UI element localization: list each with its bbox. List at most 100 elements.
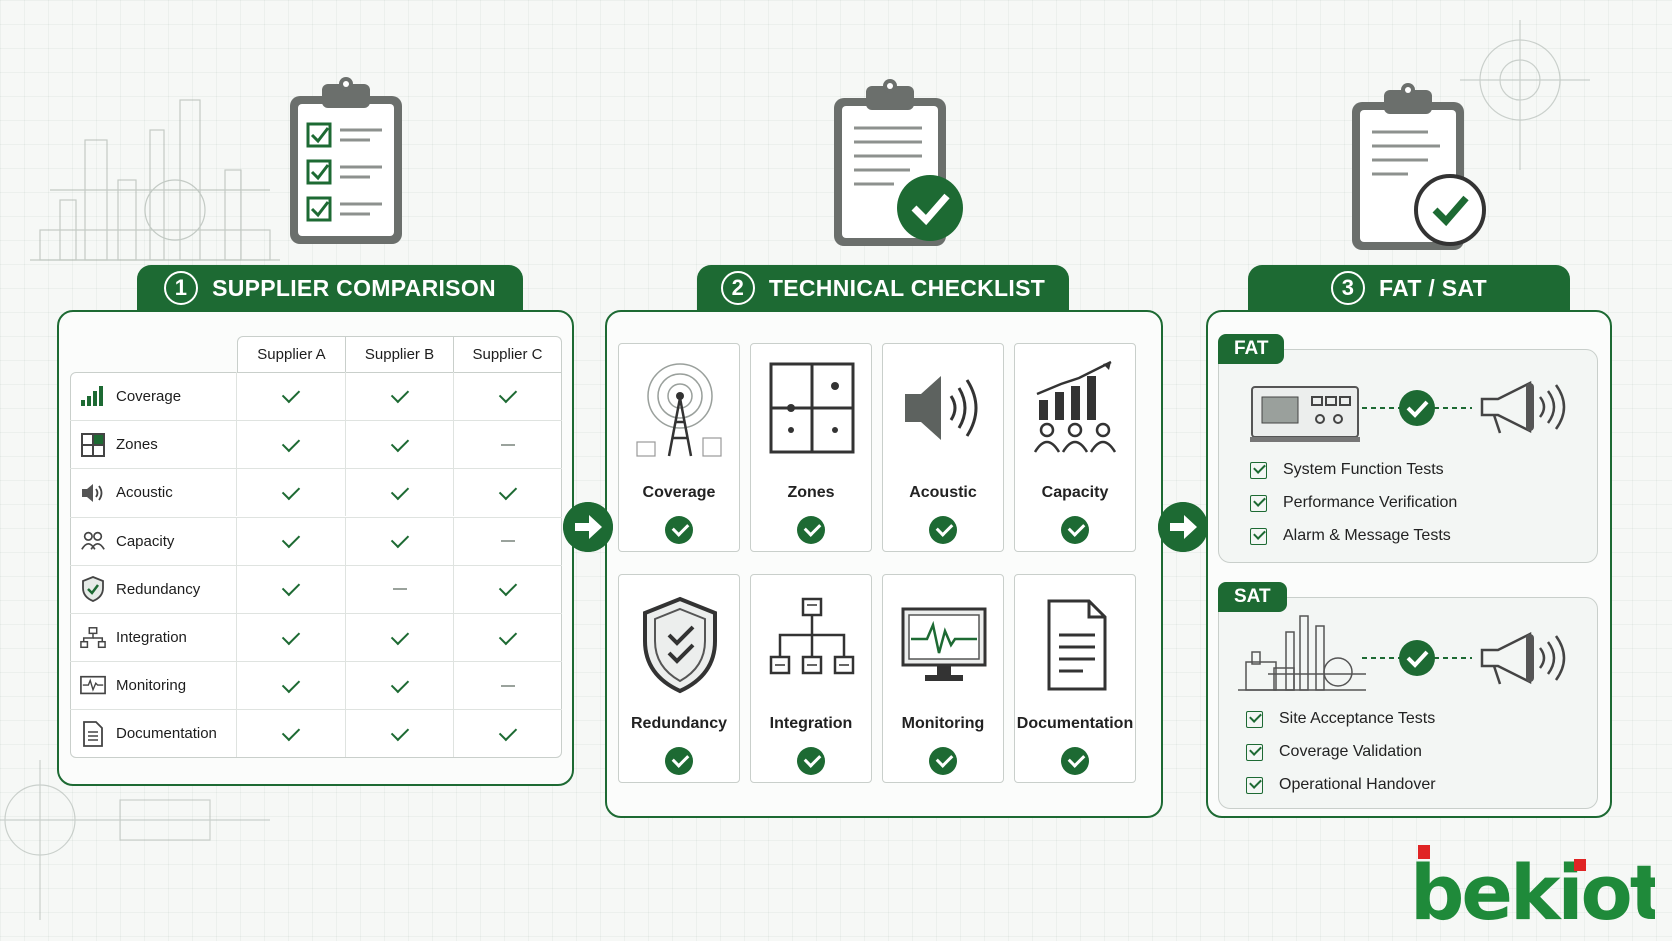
checklist-tile-label: Acoustic bbox=[909, 484, 977, 501]
column-header-supplier-c: Supplier C bbox=[472, 346, 543, 363]
supplier-cell-supplier-c bbox=[454, 421, 562, 468]
sat-checklist-item: Coverage Validation bbox=[1246, 743, 1422, 761]
supplier-cell-supplier-a bbox=[237, 517, 346, 565]
supplier-row-label: Documentation bbox=[116, 725, 217, 743]
hierarchy-icon bbox=[767, 595, 857, 700]
checklist-tile-label: Zones bbox=[787, 484, 835, 501]
check-icon bbox=[498, 578, 518, 597]
check-icon bbox=[390, 481, 409, 501]
checklist-tile-label: Documentation bbox=[1016, 715, 1134, 732]
fat-checklist-item: Alarm & Message Tests bbox=[1250, 527, 1451, 545]
supplier-cell-supplier-a bbox=[237, 710, 346, 758]
people-icon bbox=[80, 528, 106, 554]
check-icon bbox=[281, 529, 301, 549]
supplier-row-label: Monitoring bbox=[116, 677, 187, 695]
check-icon bbox=[390, 674, 409, 693]
supplier-cell-supplier-a bbox=[237, 469, 346, 517]
column-header-supplier-b: Supplier B bbox=[346, 337, 454, 372]
supplier-cell-supplier-a bbox=[237, 565, 346, 613]
approved-check-icon bbox=[665, 747, 693, 775]
sat-item-label: Operational Handover bbox=[1279, 776, 1436, 793]
approved-check-icon bbox=[929, 747, 957, 775]
supplier-row: Coverage bbox=[70, 372, 562, 420]
approved-check-icon bbox=[797, 747, 825, 775]
checkbox-checked-icon bbox=[1250, 461, 1267, 479]
speaker-icon bbox=[899, 358, 989, 463]
supplier-row-label: Coverage bbox=[116, 387, 182, 405]
supplier-cell-supplier-a bbox=[237, 662, 346, 710]
check-icon bbox=[281, 384, 301, 404]
dash-icon bbox=[501, 684, 516, 687]
approved-check-icon bbox=[1061, 747, 1089, 775]
zones-map-icon bbox=[767, 358, 857, 463]
dash-icon bbox=[392, 588, 407, 591]
checklist-tile-redundancy: Redundancy bbox=[618, 574, 740, 783]
supplier-row: Integration bbox=[70, 613, 562, 661]
checklist-tile-acoustic: Acoustic bbox=[882, 343, 1004, 552]
checkbox-checked-icon bbox=[1250, 527, 1267, 545]
bekiot-logo: bekiot bbox=[1410, 845, 1655, 927]
document-icon bbox=[1031, 595, 1121, 700]
checkbox-checked-icon bbox=[1246, 776, 1263, 794]
supplier-cell-supplier-c bbox=[454, 372, 562, 420]
checklist-tile-monitoring: Monitoring bbox=[882, 574, 1004, 783]
check-icon bbox=[390, 384, 409, 404]
supplier-row-label-cell: Documentation bbox=[70, 710, 237, 758]
refinery-sketch-icon bbox=[30, 99, 280, 261]
supplier-row-label-cell: Capacity bbox=[70, 517, 237, 565]
clipboard-approved-icon bbox=[834, 79, 963, 246]
supplier-row-label-cell: Monitoring bbox=[70, 662, 237, 710]
section-number: 2 bbox=[720, 271, 755, 305]
supplier-cell-supplier-a bbox=[237, 372, 346, 420]
section-title: FAT / SAT bbox=[1379, 274, 1487, 301]
megaphone-icon bbox=[1480, 631, 1566, 685]
blueprint-sketch-icon bbox=[0, 760, 270, 920]
monitor-pulse-icon bbox=[899, 595, 989, 700]
supplier-cell-supplier-c bbox=[454, 662, 562, 709]
fat-item-label: Alarm & Message Tests bbox=[1283, 527, 1451, 544]
approved-check-icon bbox=[797, 516, 825, 544]
check-icon bbox=[498, 481, 518, 501]
fat-tag: FAT bbox=[1218, 334, 1285, 364]
check-icon bbox=[281, 626, 301, 645]
supplier-cell-supplier-b bbox=[346, 421, 455, 469]
checkbox-checked-icon bbox=[1250, 494, 1267, 512]
approved-check-icon bbox=[929, 516, 957, 544]
sat-item-label: Coverage Validation bbox=[1279, 743, 1422, 760]
fat-checklist-item: Performance Verification bbox=[1250, 494, 1457, 512]
sat-tag: SAT bbox=[1218, 582, 1287, 612]
checklist-tile-label: Redundancy bbox=[630, 715, 727, 732]
supplier-cell-supplier-c bbox=[454, 614, 562, 661]
section-tab-supplier-comparison: 1 SUPPLIER COMPARISON bbox=[137, 265, 523, 311]
check-icon bbox=[390, 433, 409, 452]
sat-item-label: Site Acceptance Tests bbox=[1279, 710, 1436, 727]
link-check-icon bbox=[1362, 640, 1472, 676]
dash-icon bbox=[501, 443, 516, 446]
supplier-cell-supplier-b bbox=[346, 372, 455, 420]
supplier-row-label: Capacity bbox=[116, 532, 175, 550]
supplier-table-header: Supplier A Supplier B Supplier C bbox=[237, 336, 562, 372]
approved-check-icon bbox=[1061, 516, 1089, 544]
checklist-tile-label: Capacity bbox=[1041, 484, 1109, 501]
signal-bars-icon bbox=[80, 383, 106, 409]
supplier-cell-supplier-b bbox=[346, 662, 455, 710]
dash-icon bbox=[501, 540, 516, 543]
checklist-tile-label: Coverage bbox=[642, 484, 716, 501]
checklist-tile-zones: Zones bbox=[750, 343, 872, 552]
supplier-cell-supplier-c bbox=[454, 469, 562, 516]
antenna-tower-icon bbox=[635, 358, 725, 463]
crosshair-sketch-icon bbox=[1460, 20, 1590, 170]
check-icon bbox=[390, 529, 409, 549]
check-icon bbox=[281, 433, 301, 452]
capacity-chart-icon bbox=[1031, 358, 1121, 463]
supplier-cell-supplier-b bbox=[346, 469, 455, 517]
supplier-cell-supplier-b bbox=[346, 565, 455, 613]
shield-icon bbox=[80, 576, 106, 603]
supplier-cell-supplier-b bbox=[346, 517, 455, 565]
svg-text:bekiot: bekiot bbox=[1410, 848, 1655, 927]
supplier-cell-supplier-c bbox=[454, 518, 562, 565]
sat-subpanel bbox=[1218, 597, 1598, 809]
supplier-row-label-cell: Zones bbox=[70, 421, 237, 469]
sat-checklist-item: Operational Handover bbox=[1246, 776, 1436, 794]
supplier-row-label-cell: Integration bbox=[70, 614, 237, 661]
